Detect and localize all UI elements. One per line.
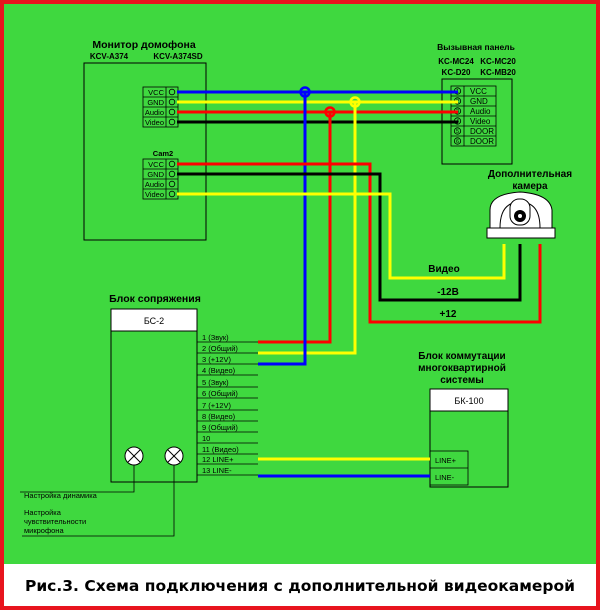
mic-knob-icon: [164, 446, 184, 466]
monitor-terminal-video: Video: [145, 118, 164, 127]
speaker-knob-icon: [124, 446, 144, 466]
wire-blue-drop-bs4: [258, 92, 307, 366]
mic-setting-line2: чувствительности: [24, 517, 86, 526]
figure-caption: Рис.3. Схема подключения с дополнительно…: [25, 577, 575, 595]
cam2-terminal-audio: Audio: [145, 180, 164, 189]
bk-title-line3: системы: [440, 375, 484, 386]
mic-setting-line3: микрофона: [24, 526, 64, 535]
monitor-model-a: KCV-A374: [90, 52, 129, 61]
camera-title-line1: Дополнительная: [488, 169, 572, 180]
wire-label-minus12: -12В: [437, 287, 459, 298]
monitor-terminals-top: VCC GND Audio Video: [142, 86, 179, 128]
speaker-setting-label: Настройка динамика: [24, 491, 98, 500]
monitor-model-b: KCV-A374SD: [153, 52, 203, 61]
mic-knob-leader: [22, 465, 175, 537]
monitor-terminal-audio: Audio: [145, 108, 164, 117]
camera-icon: [486, 191, 556, 239]
cam2-terminal-vcc: VCC: [148, 160, 164, 169]
bk-name-box: [429, 388, 509, 412]
wire-yellow-cam-video: [177, 192, 506, 280]
bs-terminal-8: 8 (Видео): [202, 412, 236, 421]
cam2-label: Cam2: [153, 149, 173, 158]
monitor-terminal-gnd: GND: [147, 98, 164, 107]
panel-model-2b: KC-MB20: [480, 68, 516, 77]
panel-terminal-door-2: DOOR: [470, 137, 494, 146]
panel-model-1a: KC-MC24: [438, 57, 474, 66]
bs-terminal-3: 3 (+12V): [202, 355, 231, 364]
bs-name: БС-2: [144, 316, 164, 326]
panel-terminal-gnd: GND: [470, 97, 488, 106]
panel-terminal-video: Video: [470, 117, 491, 126]
bs-terminal-list: 1 (Звук) 2 (Общий) 3 (+12V) 4 (Видео) 5 …: [197, 333, 258, 476]
junction-red: [324, 106, 336, 118]
bs-terminal-6: 6 (Общий): [202, 389, 238, 398]
panel-terminal-door-1: DOOR: [470, 127, 494, 136]
bs-terminal-7: 7 (+12V): [202, 401, 231, 410]
diagram-canvas: [4, 4, 596, 564]
wires: [177, 90, 542, 478]
bs-terminal-10: 10: [202, 434, 210, 443]
caption-bar: [4, 564, 596, 606]
bs-terminal-1: 1 (Звук): [202, 333, 229, 342]
bs-terminal-2: 2 (Общий): [202, 344, 238, 353]
cam2-terminal-gnd: GND: [147, 170, 164, 179]
wire-label-video: Видео: [428, 264, 459, 275]
speaker-knob-leader: [20, 465, 135, 493]
panel-terminal-audio: Audio: [470, 107, 491, 116]
bk-name: БК-100: [454, 396, 483, 406]
bk-title-line1: Блок коммутации: [418, 351, 505, 362]
bs-name-box: [110, 308, 198, 332]
bs-terminal-9: 9 (Общий): [202, 423, 238, 432]
monitor-terminals-cam2: VCC GND Audio Video: [142, 158, 179, 200]
junction-blue: [299, 86, 311, 98]
bs-terminal-11: 11 (Видео): [202, 445, 239, 454]
panel-terminal-vcc: VCC: [470, 87, 487, 96]
bs-terminal-5: 5 (Звук): [202, 378, 229, 387]
cam2-terminal-video: Video: [145, 190, 164, 199]
panel-title: Вызывная панель: [437, 42, 515, 52]
wire-label-plus12: +12: [440, 309, 457, 320]
bs-terminal-12: 12 LINE+: [202, 455, 234, 464]
junction-yellow: [349, 96, 361, 108]
panel-model-2a: KC-D20: [442, 68, 471, 77]
bk-title-line2: многоквартирной: [418, 363, 506, 374]
wire-red-drop-bs1: [258, 112, 332, 344]
panel-pin-6: 6: [456, 139, 459, 145]
bk-terminal-line-plus: LINE+: [435, 456, 457, 465]
wire-black-cam-ground: [177, 172, 522, 302]
bk-terminal-line-minus: LINE-: [435, 473, 455, 482]
monitor-terminal-vcc: VCC: [148, 88, 164, 97]
panel-model-1b: KC-MC20: [480, 57, 516, 66]
camera-title-line2: камера: [512, 181, 548, 192]
panel-terminals: 1 2 3 4 5 6 VCC GND Audio Video DOOR DOO…: [450, 85, 497, 147]
panel-pin-5: 5: [456, 129, 459, 135]
bs-terminal-13: 13 LINE-: [202, 466, 232, 475]
mic-setting-line1: Настройка: [24, 508, 62, 517]
wire-yellow-drop-bs2: [258, 102, 357, 355]
monitor-title: Монитор домофона: [92, 39, 195, 51]
bs-title: Блок сопряжения: [109, 293, 201, 305]
bs-terminal-4: 4 (Видео): [202, 366, 236, 375]
wire-red-cam-power: [177, 162, 542, 324]
monitor-box: [83, 62, 207, 241]
